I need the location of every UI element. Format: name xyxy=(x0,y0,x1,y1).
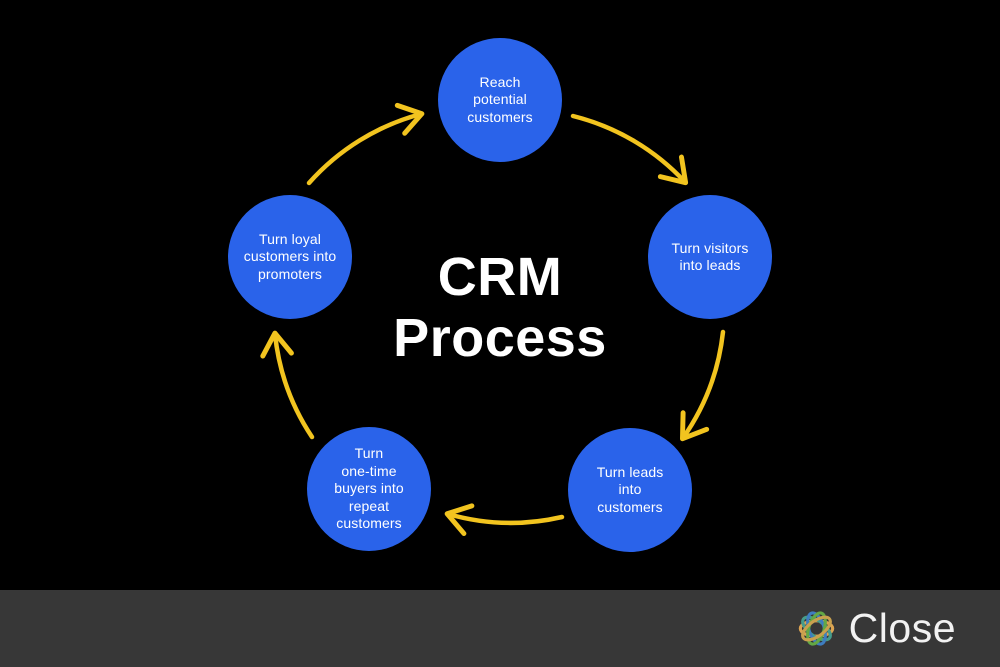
step-node-turn-loyal-customers-into-promoters: Turn loyal customers into promoters xyxy=(228,195,352,319)
diagram-title-line2: Process xyxy=(393,308,607,368)
arrow-promoters-to-reach xyxy=(306,102,425,186)
close-knot-logo-icon xyxy=(798,611,834,646)
step-label: Turn visitors into leads xyxy=(671,239,749,274)
step-label: Turn loyal customers into promoters xyxy=(243,230,337,282)
step-label: Turn leads into customers xyxy=(596,463,664,515)
arrow-repeat-to-promoters xyxy=(260,330,315,440)
footer-bar: Close xyxy=(0,590,1000,667)
step-node-turn-visitors-into-leads: Turn visitors into leads xyxy=(648,195,772,319)
arrow-leads-to-repeat xyxy=(444,503,565,537)
step-node-turn-one-time-buyers-into-repeat-customers: Turn one-time buyers into repeat custome… xyxy=(307,427,431,551)
arrow-visitors-to-leads xyxy=(680,329,726,442)
diagram-title-line1: CRM xyxy=(437,247,563,307)
step-node-reach-potential-customers: Reach potential customers xyxy=(438,38,562,162)
step-node-turn-leads-into-customers: Turn leads into customers xyxy=(568,428,692,552)
step-label: Turn one-time buyers into repeat custome… xyxy=(334,445,404,532)
step-label: Reach potential customers xyxy=(467,73,533,125)
diagram-title: CRM Process xyxy=(393,247,607,369)
arrow-reach-to-visitors xyxy=(570,113,689,186)
brand-wordmark: Close xyxy=(848,605,956,651)
